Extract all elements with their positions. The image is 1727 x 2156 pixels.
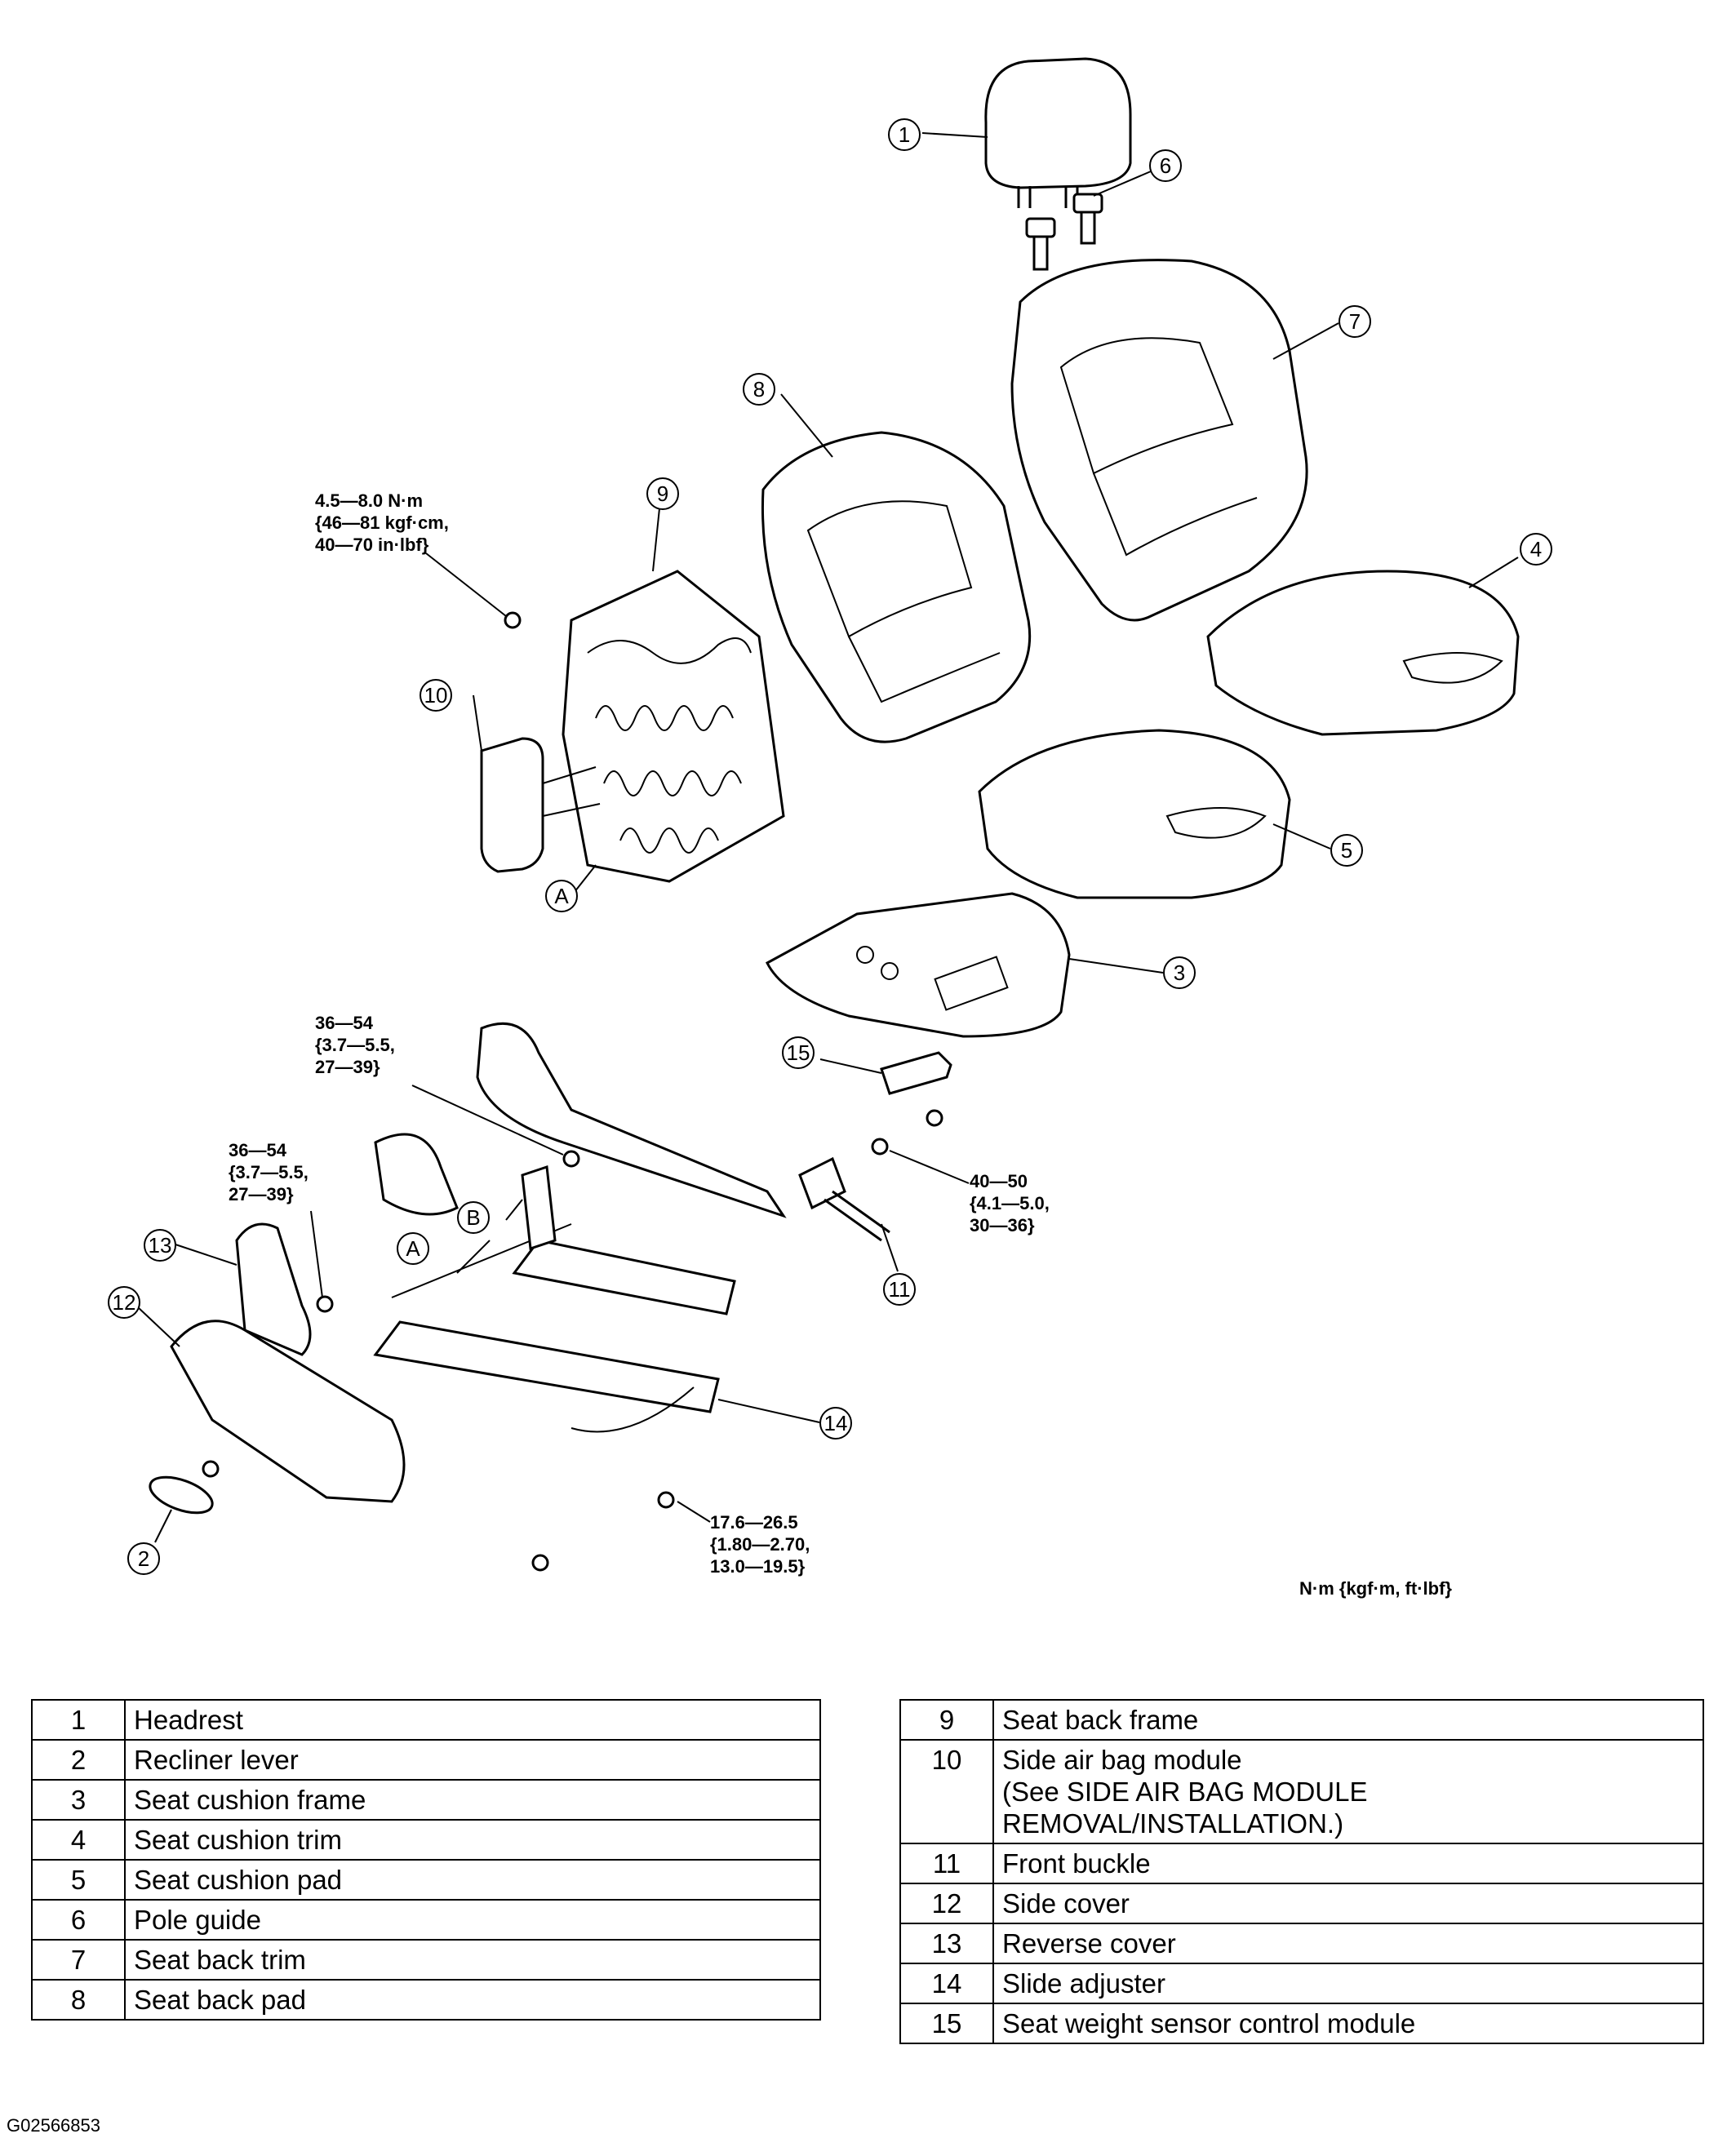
part-number: 10 (899, 1739, 994, 1844)
callout-5: 5 (1330, 834, 1363, 867)
part-number: 6 (31, 1899, 126, 1941)
part-number: 13 (899, 1923, 994, 1964)
part-name: Front buckle (992, 1843, 1704, 1884)
side-cover-drawing (170, 1320, 406, 1503)
sensor-module-drawing (880, 1051, 952, 1095)
part-name: Seat back pad (124, 1979, 821, 2021)
part-name: Seat cushion pad (124, 1859, 821, 1901)
torque-upper-hinge: 36—54 {3.7—5.5, 27—39} (315, 1013, 395, 1077)
part-number: 12 (899, 1883, 994, 1924)
callout-1: 1 (888, 118, 921, 151)
figure-id: G02566853 (7, 2115, 100, 2136)
callout-a-lower: A (397, 1232, 429, 1265)
part-number: 1 (31, 1699, 126, 1741)
part-name: Side air bag module (See SIDE AIR BAG MO… (992, 1739, 1704, 1844)
inner-hinge-cover-drawing (374, 1133, 459, 1216)
recliner-lever-drawing (149, 1475, 214, 1515)
part-name: Seat back trim (124, 1939, 821, 1981)
callout-3: 3 (1163, 956, 1196, 989)
part-name: Seat back frame (992, 1699, 1704, 1741)
torque-seat-back-frame: 4.5—8.0 N·m {46—81 kgf·cm, 40—70 in·lbf} (315, 490, 449, 555)
callout-14: 14 (819, 1407, 852, 1440)
seat-cushion-frame-drawing (766, 892, 1071, 1038)
part-number: 9 (899, 1699, 994, 1741)
callout-b: B (457, 1201, 490, 1234)
part-number: 7 (31, 1939, 126, 1981)
exploded-seat-diagram: 1 6 7 8 9 4 10 A 5 3 15 B A 13 11 12 14 … (108, 57, 1552, 1599)
outer-hinge-drawing (476, 1022, 787, 1218)
seat-back-trim-drawing (1010, 259, 1308, 622)
slide-adjuster-drawing (373, 1165, 736, 1433)
part-number: 2 (31, 1739, 126, 1781)
part-name: Pole guide (124, 1899, 821, 1941)
callout-6: 6 (1149, 149, 1182, 182)
torque-front-buckle: 40—50 {4.1—5.0, 30—36} (970, 1171, 1050, 1235)
front-buckle-drawing (798, 1156, 890, 1242)
seat-back-frame-drawing (562, 570, 785, 883)
part-name: Slide adjuster (992, 1963, 1704, 2004)
callout-2: 2 (127, 1542, 160, 1575)
part-name: Side cover (992, 1883, 1704, 1924)
diagram-drawing (136, 57, 1520, 1572)
callout-15: 15 (782, 1036, 815, 1069)
headrest-drawing (984, 57, 1132, 208)
part-name: Recliner lever (124, 1739, 821, 1781)
reverse-cover-drawing (235, 1222, 312, 1356)
part-number: 11 (899, 1843, 994, 1884)
callout-10: 10 (420, 679, 452, 712)
callout-12: 12 (108, 1286, 140, 1319)
units-note: N·m {kgf·m, ft·lbf} (1299, 1578, 1452, 1599)
part-number: 8 (31, 1979, 126, 2021)
seat-cushion-trim-drawing (1206, 570, 1520, 736)
callout-7: 7 (1339, 305, 1371, 338)
leader-lines (136, 132, 1519, 1543)
part-number: 4 (31, 1819, 126, 1861)
callout-11: 11 (883, 1273, 916, 1306)
callout-4: 4 (1520, 533, 1552, 566)
part-number: 15 (899, 2003, 994, 2044)
part-number: 5 (31, 1859, 126, 1901)
callout-8: 8 (743, 373, 775, 406)
part-number: 3 (31, 1779, 126, 1821)
part-name: Reverse cover (992, 1923, 1704, 1964)
part-number: 14 (899, 1963, 994, 2004)
seat-back-pad-drawing (761, 431, 1032, 743)
pole-guide-drawing (1025, 193, 1103, 271)
torque-slide-adjuster: 17.6—26.5 {1.80—2.70, 13.0—19.5} (710, 1512, 810, 1577)
part-name: Headrest (124, 1699, 821, 1741)
part-name: Seat weight sensor control module (992, 2003, 1704, 2044)
part-name: Seat cushion frame (124, 1779, 821, 1821)
side-air-bag-drawing (480, 737, 544, 873)
seat-cushion-pad-drawing (978, 729, 1291, 899)
callout-9: 9 (646, 477, 679, 510)
torque-left-bolt: 36—54 {3.7—5.5, 27—39} (229, 1140, 309, 1204)
callout-a-upper: A (545, 880, 578, 912)
callout-13: 13 (144, 1229, 176, 1262)
part-name: Seat cushion trim (124, 1819, 821, 1861)
